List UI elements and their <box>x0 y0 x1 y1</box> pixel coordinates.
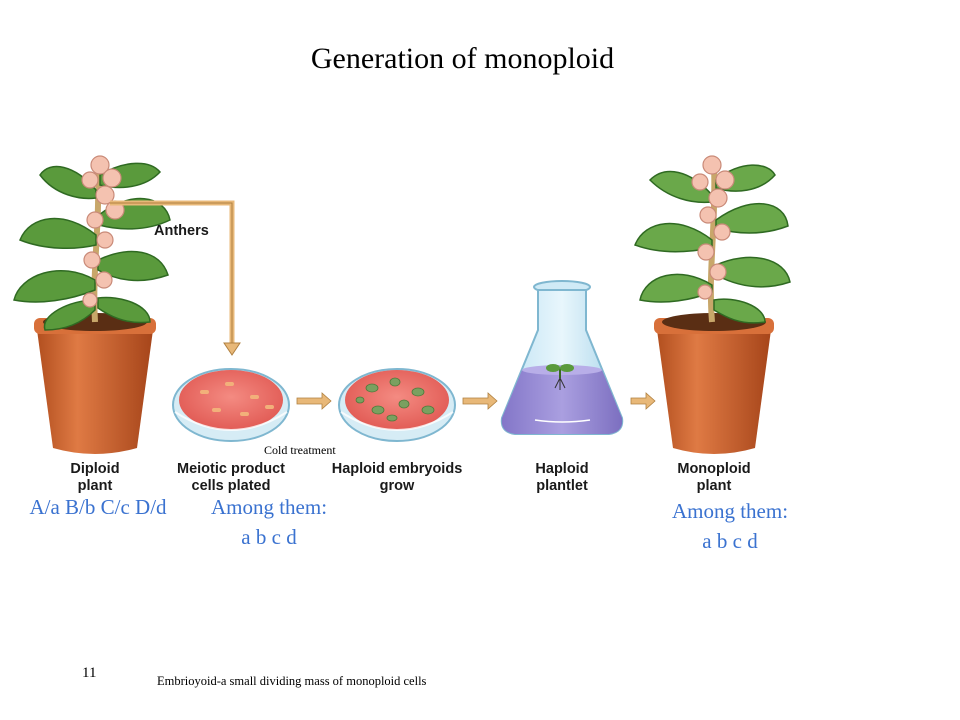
slide-title: Generation of monoploid <box>310 42 615 75</box>
petri-dish-embryoids <box>338 368 456 442</box>
diploid-plant-label: Diploid plant <box>45 461 145 495</box>
among-right-line1: Among them: <box>671 499 789 523</box>
haploid-plantlet-label: Haploid plantlet <box>512 461 612 495</box>
diploid-plant-illustration <box>13 155 171 454</box>
meiotic-line1: Meiotic product <box>177 461 285 477</box>
monoploid-line1: Monoploid <box>677 461 751 477</box>
arrow-1 <box>296 392 332 410</box>
diploid-line2: plant <box>77 478 113 494</box>
haploid-plantlet-line2: plantlet <box>536 478 588 494</box>
erlenmeyer-flask <box>500 280 624 435</box>
arrow-3 <box>630 392 656 410</box>
footnote: Embrioyoid-a small dividing mass of mono… <box>157 674 427 688</box>
petri-dish-meiotic <box>172 368 290 442</box>
among-left-line1: Among them: <box>210 495 328 519</box>
among-right-line2: a b c d <box>702 529 758 553</box>
anthers-label: Anthers <box>154 223 209 239</box>
haploid-embryoids-line2: grow <box>379 478 415 494</box>
meiotic-label: Meiotic product cells plated <box>166 461 296 495</box>
haploid-embryoids-line1: Haploid embryoids <box>331 461 463 477</box>
cold-treatment-label: Cold treatment <box>264 443 336 457</box>
meiotic-line2: cells plated <box>191 478 271 494</box>
monoploid-plant-illustration <box>634 155 791 454</box>
among-them-left: Among them: a b c d <box>194 492 344 552</box>
among-left-line2: a b c d <box>241 525 297 549</box>
monoploid-line2: plant <box>696 478 732 494</box>
haploid-embryoids-label: Haploid embryoids grow <box>322 461 472 495</box>
arrow-2 <box>462 392 498 410</box>
diploid-line1: Diploid <box>70 461 120 477</box>
haploid-plantlet-line1: Haploid <box>535 461 589 477</box>
among-them-right: Among them: a b c d <box>655 496 805 556</box>
diploid-genotype: A/a B/b C/c D/d <box>29 495 167 519</box>
pot-left <box>37 330 153 454</box>
page-number: 11 <box>82 665 97 681</box>
monoploid-plant-label: Monoploid plant <box>664 461 764 495</box>
